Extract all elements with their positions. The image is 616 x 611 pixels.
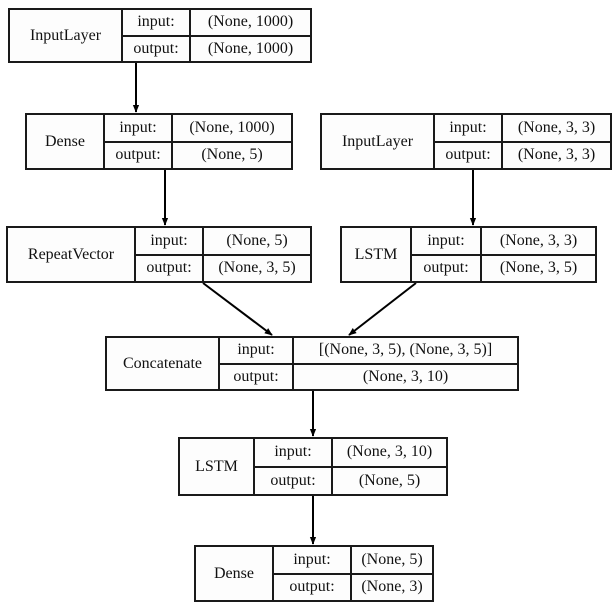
node-row-output: output: (None, 3, 3) (435, 142, 610, 168)
node-shape-rows: input: (None, 3, 3) output: (None, 3, 5) (412, 228, 595, 281)
node-output-shape: (None, 1000) (207, 39, 294, 57)
node-row-input: input: [(None, 3, 5), (None, 3, 5)] (220, 338, 517, 365)
node-shape-rows: input: (None, 5) output: (None, 3) (274, 547, 432, 600)
node-row-output: output: (None, 5) (255, 467, 446, 494)
node-input-shape: (None, 3, 3) (499, 231, 578, 249)
node-shape-rows: input: (None, 3, 3) output: (None, 3, 3) (435, 115, 610, 168)
node-input-shape: (None, 1000) (189, 118, 275, 136)
node-layer-name: Dense (196, 547, 274, 600)
node-input-label: input: (123, 10, 191, 35)
node-layer-name: LSTM (180, 439, 255, 494)
node-input-shape: (None, 1000) (207, 13, 294, 31)
node-output-shape: (None, 3) (361, 578, 423, 596)
node-output-label: output: (412, 255, 482, 281)
node-output-shape: (None, 3, 3) (517, 146, 596, 164)
node-input-label: input: (105, 115, 173, 141)
node-row-input: input: (None, 3, 3) (412, 228, 595, 256)
node-output-shape: (None, 3, 5) (499, 259, 578, 277)
node-layer-name: InputLayer (10, 10, 123, 61)
node-shape-rows: input: (None, 3, 10) output: (None, 5) (255, 439, 446, 494)
node-input-label: input: (136, 228, 204, 254)
node-output-shape: (None, 5) (201, 146, 263, 164)
node-row-output: output: (None, 3) (274, 574, 432, 600)
node-shape-rows: input: (None, 5) output: (None, 3, 5) (136, 228, 310, 281)
node-input-label: input: (412, 228, 482, 254)
node-output-shape: (None, 3, 5) (218, 259, 296, 277)
node-row-output: output: (None, 3, 5) (412, 255, 595, 281)
node-input-shape: (None, 5) (226, 231, 288, 249)
node-row-input: input: (None, 5) (274, 547, 432, 575)
node-row-output: output: (None, 3, 10) (220, 364, 517, 389)
edge-repeat_vector_1-to-concatenate_1 (202, 282, 273, 336)
node-output-label: output: (255, 467, 333, 494)
node-row-output: output: (None, 1000) (123, 36, 310, 61)
node-shape-rows: input: (None, 1000) output: (None, 1000) (123, 10, 310, 61)
node-output-label: output: (220, 364, 294, 389)
node-layer-name: LSTM (342, 228, 412, 281)
node-input-shape: (None, 5) (361, 550, 423, 568)
node-output-label: output: (136, 255, 204, 281)
node-row-input: input: (None, 3, 3) (435, 115, 610, 143)
node-row-input: input: (None, 1000) (123, 10, 310, 37)
node-row-output: output: (None, 3, 5) (136, 255, 310, 281)
node-input-shape: [(None, 3, 5), (None, 3, 5)] (318, 341, 493, 359)
node-output-shape: (None, 5) (358, 471, 421, 489)
node-row-output: output: (None, 5) (105, 142, 291, 168)
node-row-input: input: (None, 1000) (105, 115, 291, 143)
node-layer-name: RepeatVector (8, 228, 136, 281)
node-output-label: output: (123, 36, 191, 61)
node-input-label: input: (435, 115, 503, 141)
node-row-input: input: (None, 3, 10) (255, 439, 446, 468)
node-output-label: output: (435, 142, 503, 168)
node-shape-rows: input: (None, 1000) output: (None, 5) (105, 115, 291, 168)
node-input-label: input: (274, 547, 352, 573)
node-input-shape: (None, 3, 10) (346, 443, 433, 461)
node-input-label: input: (220, 338, 294, 363)
node-layer-name: Concatenate (107, 338, 220, 389)
node-output-shape: (None, 3, 10) (362, 367, 449, 385)
node-shape-rows: input: [(None, 3, 5), (None, 3, 5)] output… (220, 338, 517, 389)
node-input-label: input: (255, 439, 333, 466)
node-row-input: input: (None, 5) (136, 228, 310, 256)
edge-lstm_1-to-concatenate_1 (348, 282, 417, 336)
node-output-label: output: (274, 574, 352, 600)
node-output-label: output: (105, 142, 173, 168)
node-layer-name: InputLayer (322, 115, 435, 168)
node-layer-name: Dense (27, 115, 105, 168)
node-input-shape: (None, 3, 3) (517, 118, 596, 136)
